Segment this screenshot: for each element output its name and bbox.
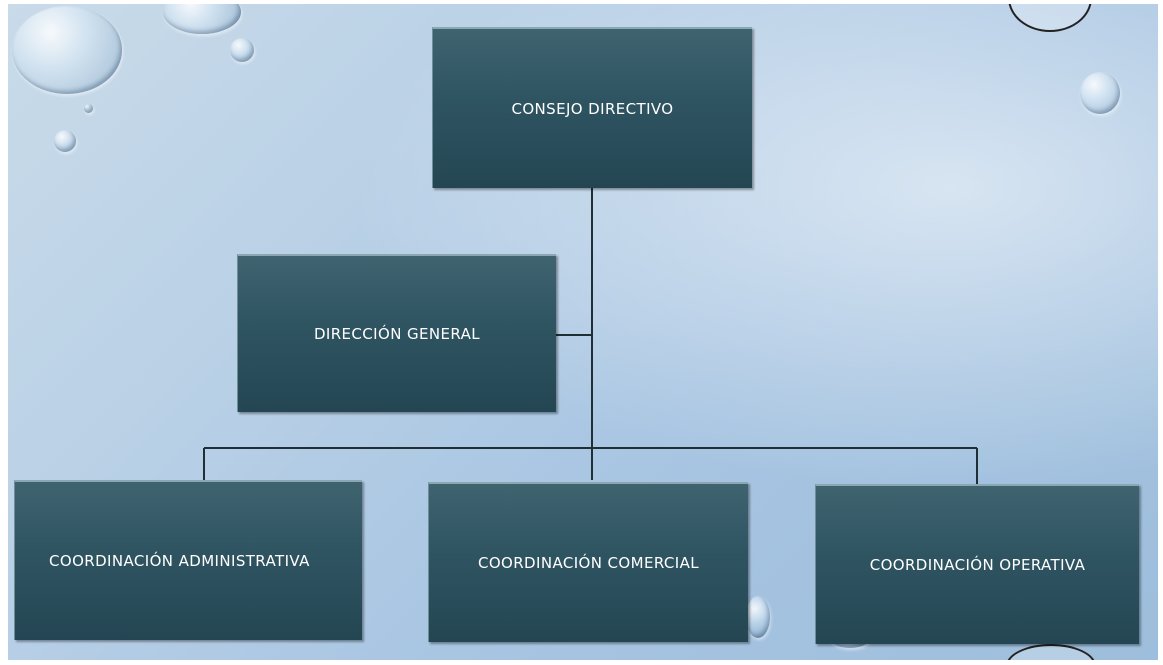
water-drop-decoration	[12, 6, 122, 94]
node-coordinacion-administrativa: COORDINACIÓN ADMINISTRATIVA	[14, 480, 362, 640]
node-label: CONSEJO DIRECTIVO	[511, 99, 674, 118]
node-coordinacion-comercial: COORDINACIÓN COMERCIAL	[428, 482, 748, 642]
node-direccion-general: DIRECCIÓN GENERAL	[237, 254, 556, 412]
node-label: COORDINACIÓN OPERATIVA	[869, 556, 1086, 574]
water-drop-decoration	[84, 104, 93, 113]
water-drop-decoration	[1080, 72, 1120, 114]
node-label: COORDINACIÓN ADMINISTRATIVA	[49, 552, 310, 570]
node-coordinacion-operativa: COORDINACIÓN OPERATIVA	[815, 484, 1139, 644]
node-consejo-directivo: CONSEJO DIRECTIVO	[432, 27, 752, 188]
water-drop-decoration	[54, 130, 76, 152]
connector-lines	[203, 188, 978, 484]
slide-canvas: CONSEJO DIRECTIVO DIRECCIÓN GENERAL COOR…	[8, 4, 1158, 660]
node-label: DIRECCIÓN GENERAL	[313, 325, 481, 343]
water-drop-decoration	[230, 38, 254, 62]
water-drop-decoration	[746, 596, 770, 638]
node-label: COORDINACIÓN COMERCIAL	[477, 554, 700, 572]
